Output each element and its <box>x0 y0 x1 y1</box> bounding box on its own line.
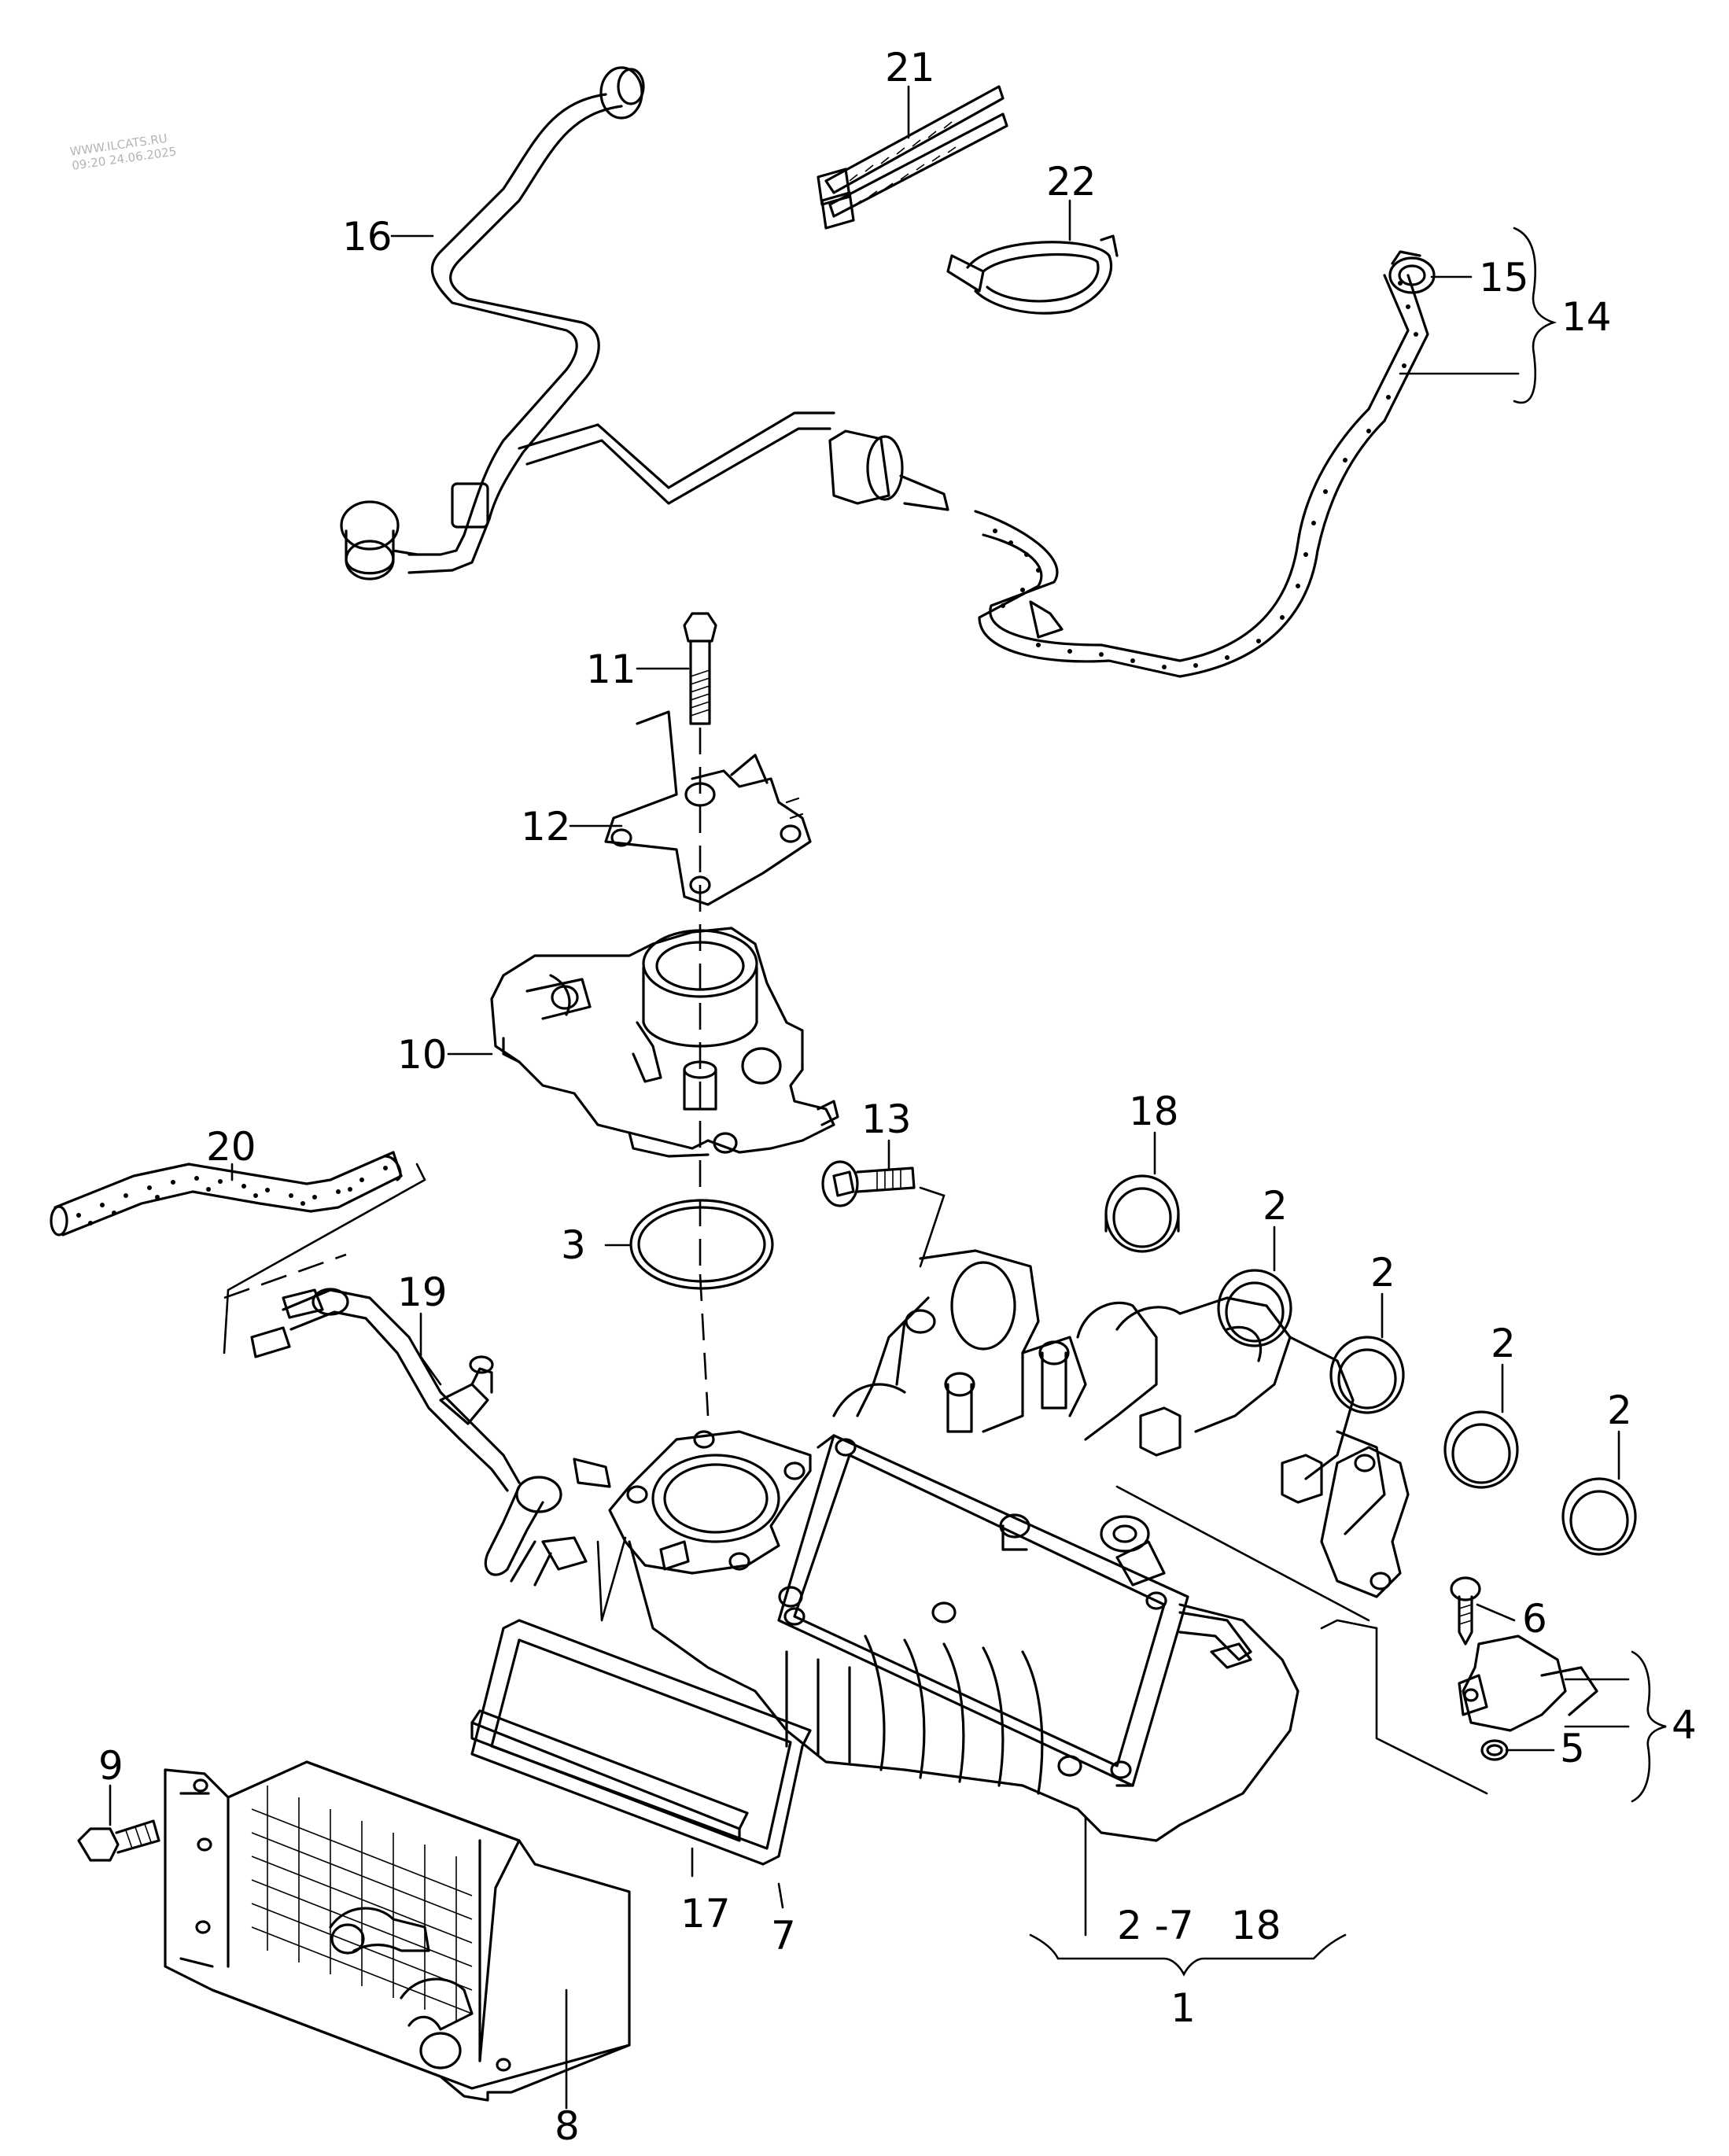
part-7-gasket <box>470 1619 812 1866</box>
part-11-bolt <box>683 612 717 725</box>
callout-19: 19 <box>397 1270 448 1315</box>
part-2-seal-b <box>1329 1336 1405 1414</box>
part-4-sensor <box>1458 1635 1598 1732</box>
callout-14: 14 <box>1561 294 1612 340</box>
callout-18-group: 18 <box>1231 1903 1281 1948</box>
part-10-throttle-body <box>490 927 839 1158</box>
part-13-bolt <box>821 1160 946 1268</box>
part-20-hose <box>50 1151 426 1354</box>
part-3-gasket <box>629 1199 774 1290</box>
callout-2-7: 2 -7 <box>1117 1903 1194 1948</box>
part-2-seal-a <box>1217 1269 1292 1347</box>
callout-20: 20 <box>206 1124 256 1170</box>
part-6-screw <box>1450 1576 1481 1646</box>
callout-1: 1 <box>1170 1985 1196 2031</box>
callout-13: 13 <box>861 1096 912 1142</box>
callout-labels: 16 21 22 15 14 11 12 10 13 18 2 2 2 2 20… <box>98 45 1697 2149</box>
callout-3: 3 <box>561 1222 586 1268</box>
part-2-seal-c <box>1443 1410 1519 1489</box>
watermark: WWW.ILCATS.RU 09:20 24.06.2025 <box>69 131 178 173</box>
callout-2c: 2 <box>1491 1321 1516 1366</box>
callout-4: 4 <box>1672 1702 1697 1748</box>
part-21-cable-ties <box>817 85 1008 230</box>
callout-12: 12 <box>521 804 571 850</box>
part-9-bolt <box>77 1819 160 1862</box>
callout-7: 7 <box>771 1913 796 1959</box>
part-1-intake-manifold <box>573 1249 1488 1937</box>
part-12-bracket <box>604 710 812 906</box>
callout-22: 22 <box>1046 159 1097 205</box>
callout-16: 16 <box>342 214 393 260</box>
callout-9: 9 <box>98 1743 124 1789</box>
callout-2d: 2 <box>1607 1388 1632 1433</box>
callout-5: 5 <box>1560 1726 1585 1771</box>
callout-2b: 2 <box>1370 1250 1395 1295</box>
callout-15: 15 <box>1479 255 1529 300</box>
assembly-line-gasket <box>699 1273 710 1417</box>
part-17-seal-strip <box>470 1709 749 1842</box>
part-18-seal <box>1104 1174 1180 1253</box>
part-19-breather-pipe <box>250 1288 627 1622</box>
callout-6: 6 <box>1522 1596 1547 1642</box>
callout-11: 11 <box>586 647 636 692</box>
part-14-hose <box>974 274 1429 678</box>
callout-10: 10 <box>397 1032 448 1078</box>
part-15-clamp <box>1388 250 1436 294</box>
callout-17: 17 <box>680 1891 731 1937</box>
callout-21: 21 <box>885 45 935 90</box>
part-8-intercooler <box>164 1760 631 2102</box>
part-2-seal-d <box>1561 1477 1637 1556</box>
callout-8: 8 <box>555 2103 580 2149</box>
hose-20-dots <box>76 1166 388 1225</box>
callout-2a: 2 <box>1263 1183 1288 1229</box>
callout-leaders <box>109 85 1667 2110</box>
part-16-vacuum-line <box>340 66 949 580</box>
part-22-cable-tie-loop <box>946 234 1119 315</box>
part-5-o-ring <box>1480 1739 1509 1761</box>
hose-dots <box>993 281 1418 669</box>
callout-18: 18 <box>1129 1089 1179 1134</box>
